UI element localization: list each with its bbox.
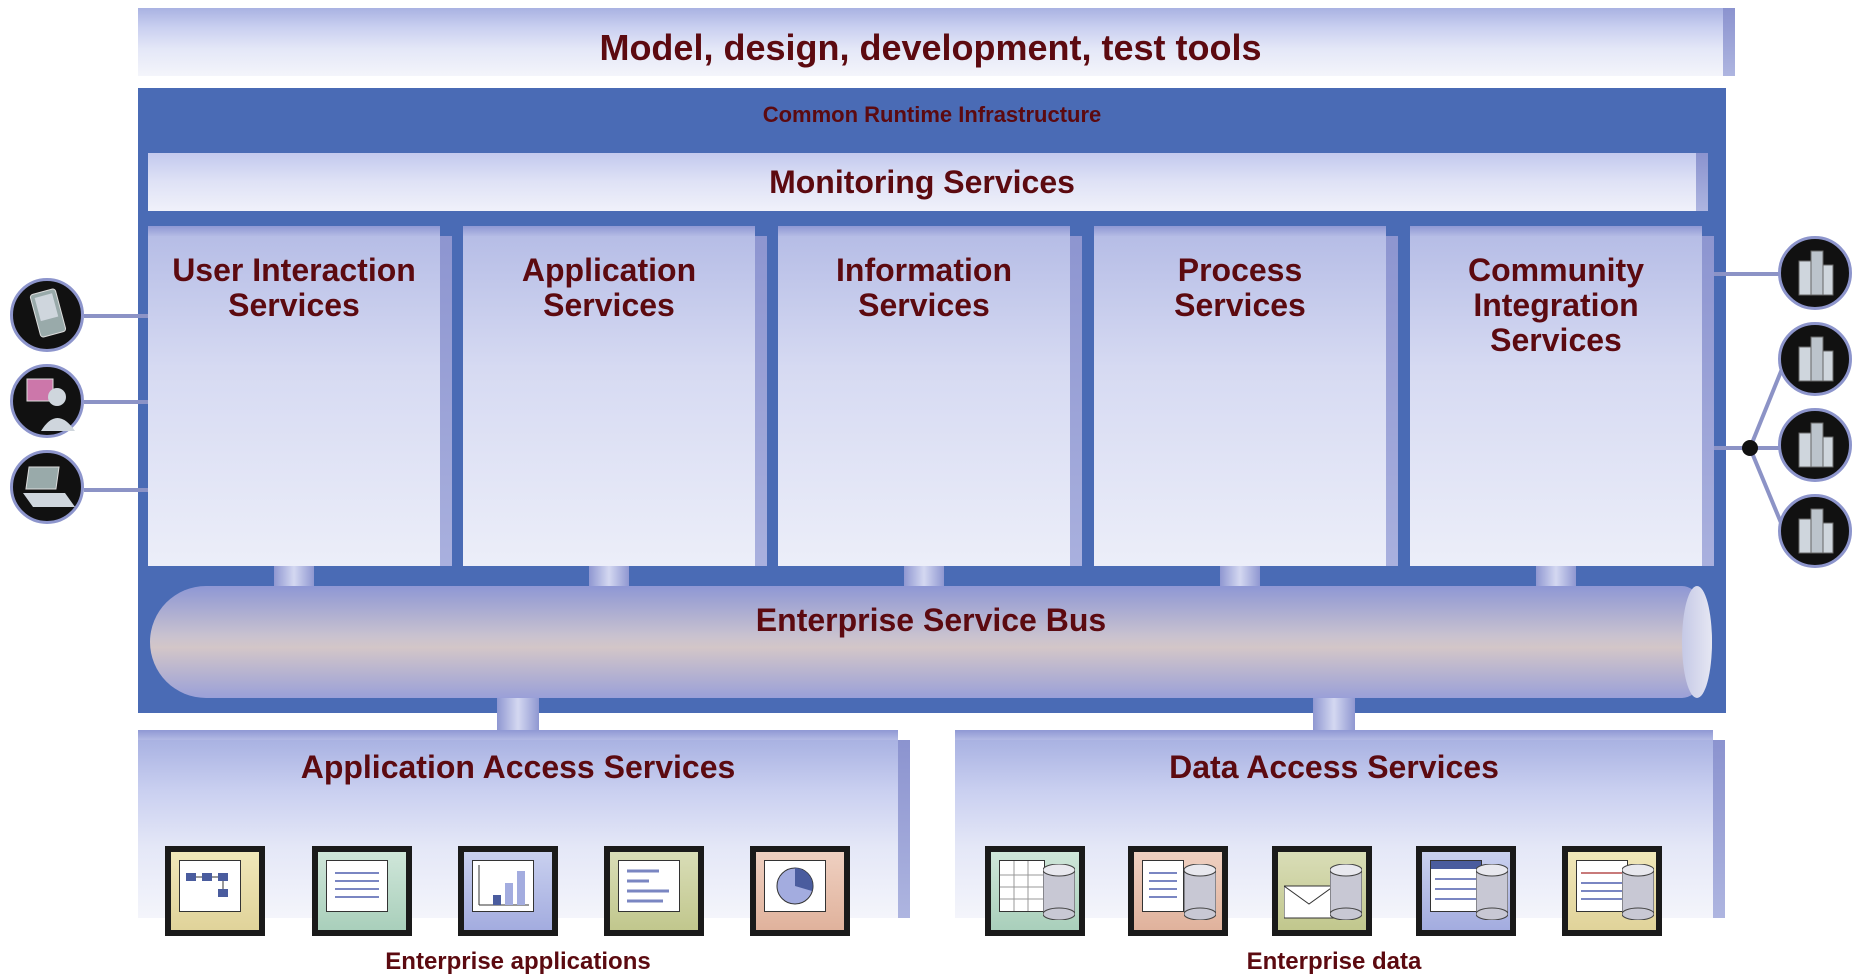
device-line xyxy=(84,314,148,318)
monitoring-label: Monitoring Services xyxy=(769,164,1075,200)
tile-label-line1: Application xyxy=(521,252,697,288)
tile-top xyxy=(1094,226,1386,236)
slab-top xyxy=(955,730,1713,740)
tile-top xyxy=(778,226,1070,236)
laptop-icon xyxy=(10,450,84,524)
tile-label: Application Services xyxy=(463,254,755,321)
gantt-chart-icon xyxy=(604,846,714,946)
tile-label-line2: Services xyxy=(543,287,675,323)
tile-label-line1: Information xyxy=(836,252,1012,288)
bar-chart-icon xyxy=(458,846,568,946)
tile-top xyxy=(148,226,440,236)
document-list-icon xyxy=(312,846,422,946)
esb-label: Enterprise Service Bus xyxy=(755,602,1107,638)
tile-label: Community Integration Services xyxy=(1410,254,1702,356)
slab-side xyxy=(1713,740,1725,918)
slab-top xyxy=(138,730,898,740)
document-database-icon xyxy=(1128,846,1238,946)
pda-icon xyxy=(10,278,84,352)
device-line xyxy=(84,400,148,404)
pie-chart-icon xyxy=(750,846,860,946)
tile-label-line3: Services xyxy=(1490,322,1622,358)
information-services: Information Services xyxy=(778,226,1082,566)
tile-side xyxy=(755,236,767,566)
user-interaction-services: User Interaction Services xyxy=(148,226,452,566)
partner-line xyxy=(1714,446,1750,450)
tile-side xyxy=(1070,236,1082,566)
app-access-label: Application Access Services xyxy=(300,749,736,785)
slab-side xyxy=(898,740,910,918)
mail-database-icon xyxy=(1272,846,1382,946)
tile-label-line2: Services xyxy=(228,287,360,323)
tile-label-line1: User Interaction xyxy=(172,252,416,288)
application-services: Application Services xyxy=(463,226,767,566)
tile-top xyxy=(1410,226,1702,236)
monitoring-services-bar: Monitoring Services xyxy=(148,153,1708,211)
process-services: Process Services xyxy=(1094,226,1398,566)
tile-label-line2: Services xyxy=(858,287,990,323)
tile-label: Process Services xyxy=(1094,254,1386,321)
monitoring-side xyxy=(1696,153,1708,211)
flowchart-icon xyxy=(165,846,275,946)
user-computer-icon xyxy=(10,364,84,438)
tile-label-line1: Community xyxy=(1468,252,1644,288)
partner-line xyxy=(1714,272,1782,276)
building-icon xyxy=(1778,408,1852,482)
tile-label-line1: Process xyxy=(1177,252,1303,288)
tools-bar-label: Model, design, development, test tools xyxy=(599,27,1262,68)
tile-side xyxy=(1386,236,1398,566)
tile-label-line2: Services xyxy=(1174,287,1306,323)
tile-top xyxy=(463,226,755,236)
form-database-icon xyxy=(1416,846,1526,946)
tools-bar: Model, design, development, test tools xyxy=(138,8,1735,76)
building-icon xyxy=(1778,236,1852,310)
community-integration-services: Community Integration Services xyxy=(1410,226,1714,566)
report-database-icon xyxy=(1562,846,1672,946)
tile-label-line2: Integration xyxy=(1473,287,1639,323)
building-icon xyxy=(1778,322,1852,396)
bus-end-cap xyxy=(1682,586,1712,698)
tools-bar-side xyxy=(1723,8,1735,76)
connector xyxy=(1313,698,1355,732)
building-icon xyxy=(1778,494,1852,568)
tile-label: User Interaction Services xyxy=(148,254,440,321)
spreadsheet-database-icon xyxy=(985,846,1095,946)
tile-side xyxy=(440,236,452,566)
connector xyxy=(497,698,539,732)
runtime-label: Common Runtime Infrastructure xyxy=(762,102,1102,127)
enterprise-service-bus: Enterprise Service Bus xyxy=(150,586,1712,698)
enterprise-applications-caption: Enterprise applications xyxy=(385,948,651,975)
partner-branch xyxy=(1742,363,1786,531)
tile-label: Information Services xyxy=(778,254,1070,321)
data-access-label: Data Access Services xyxy=(1169,749,1499,785)
enterprise-data-caption: Enterprise data xyxy=(1246,948,1422,975)
tile-side xyxy=(1702,236,1714,566)
device-line xyxy=(84,488,148,492)
